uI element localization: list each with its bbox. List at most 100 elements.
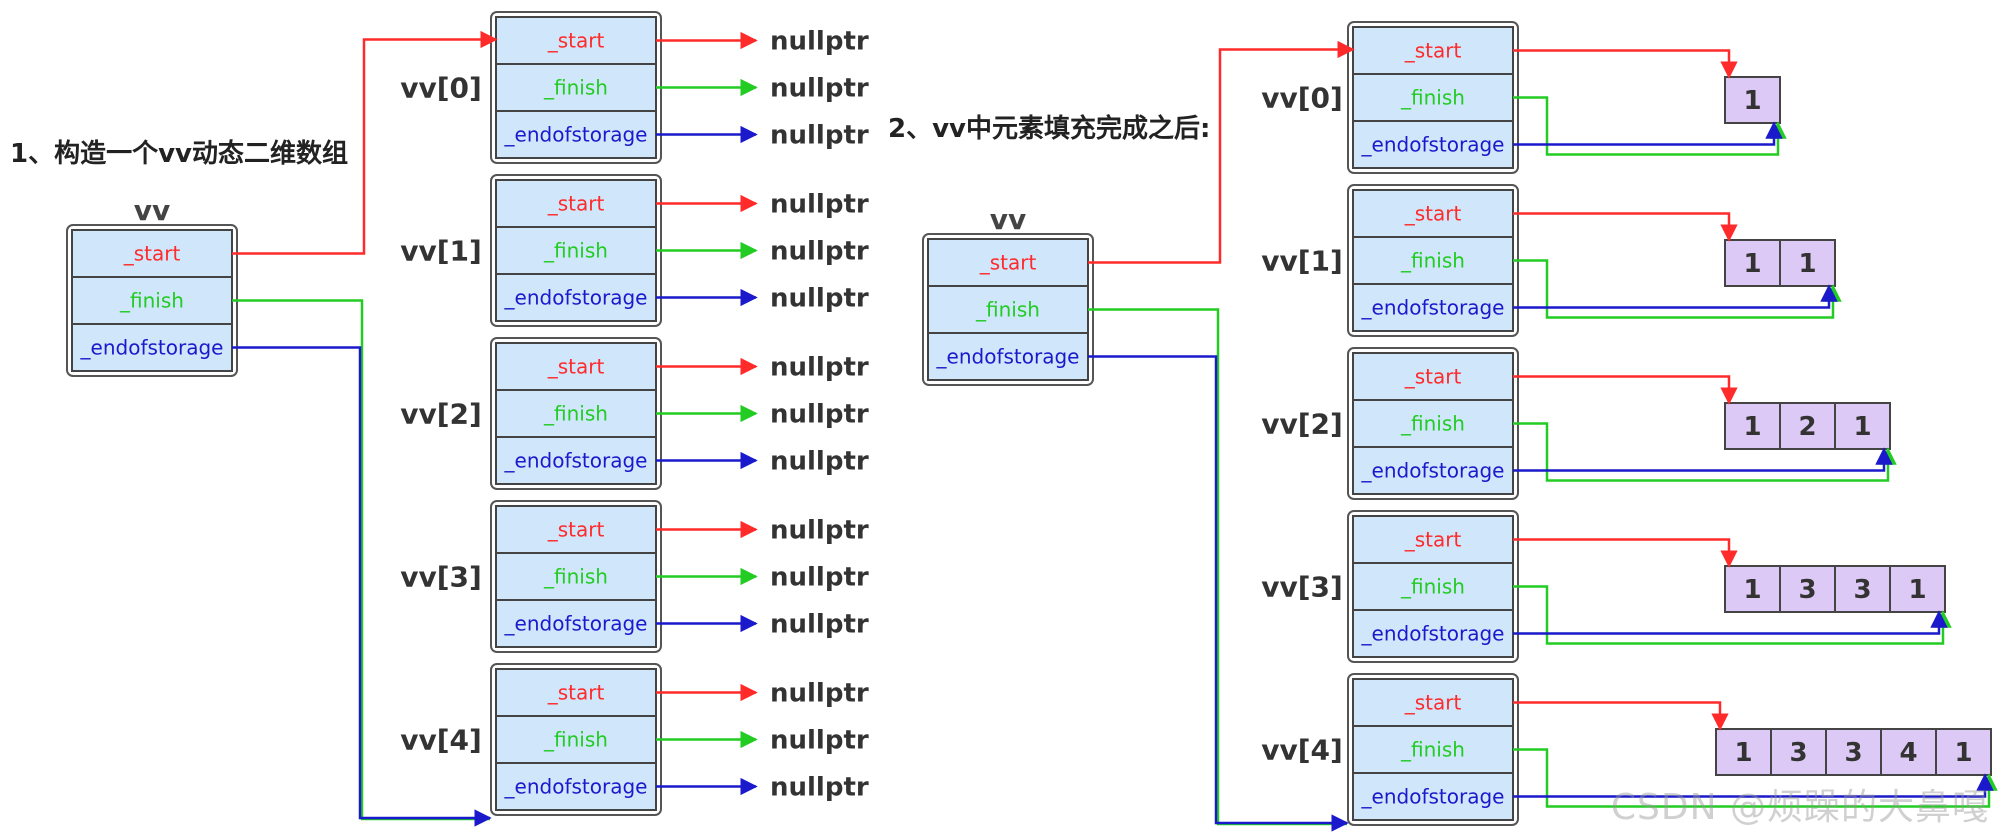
row-label-left-1: vv[1] — [400, 235, 482, 268]
vv-left-cell-endofstorage — [71, 323, 233, 372]
vv3-right-field-start: _start — [1404, 528, 1462, 552]
value-text-3-1: 3 — [1798, 575, 1816, 605]
vv-right-field-endofstorage: _endofstorage — [936, 345, 1080, 369]
start-pointer-2 — [1513, 375, 1738, 405]
vv2-right-field-start: _start — [1404, 365, 1462, 389]
nullptr-label-2-0: nullptr — [770, 353, 869, 383]
vv3-right-cell-endofstorage — [1352, 609, 1514, 658]
vv2-left-cell-endofstorage — [495, 436, 657, 485]
vv4-left-field-finish: _finish — [543, 728, 608, 752]
value-cell-4-4 — [1935, 728, 1992, 776]
nullptr-label-1-0: nullptr — [770, 190, 869, 220]
vv3-left-cell-start — [495, 505, 657, 554]
vv3-right-field-endofstorage: _endofstorage — [1361, 622, 1505, 646]
endofstorage-pointer-4 — [1513, 773, 1994, 798]
vv0-left-cell-endofstorage — [495, 110, 657, 159]
vv-label-left: vv — [134, 194, 171, 227]
section2-title: 2、vv中元素填充完成之后: — [888, 113, 1210, 144]
endofstorage-pointer-0 — [1513, 121, 1783, 146]
vv2-left-field-endofstorage: _endofstorage — [504, 449, 648, 473]
finish-pointer-0 — [1513, 96, 1787, 156]
vv0-left-field-endofstorage: _endofstorage — [504, 123, 648, 147]
nullptr-label-3-0: nullptr — [770, 516, 869, 546]
vv1-left-field-endofstorage: _endofstorage — [504, 286, 648, 310]
vv2-left-field-start: _start — [547, 355, 605, 379]
vv4-left-field-start: _start — [547, 681, 605, 705]
value-cell-2-0 — [1724, 402, 1781, 450]
vv-right-field-start: _start — [979, 251, 1037, 275]
vv1-left-cell-start — [495, 179, 657, 228]
value-text-2-0: 1 — [1743, 412, 1761, 442]
nullptr-label-0-2: nullptr — [770, 121, 869, 151]
vv4-left-cell-start — [495, 668, 657, 717]
nullptr-label-1-1: nullptr — [770, 237, 869, 267]
vv-left-field-start: _start — [123, 242, 181, 266]
row-label-right-3: vv[3] — [1261, 571, 1343, 604]
vv-label-right: vv — [990, 203, 1027, 236]
value-text-3-3: 1 — [1908, 575, 1926, 605]
start-pointer-3 — [1513, 538, 1738, 568]
start-pointer-0 — [1513, 49, 1738, 79]
value-text-1-0: 1 — [1743, 249, 1761, 279]
row-label-left-0: vv[0] — [400, 72, 482, 105]
value-text-1-1: 1 — [1798, 249, 1816, 279]
vv-left-cell-finish — [71, 276, 233, 325]
vv-left-field-finish: _finish — [119, 289, 184, 313]
vv3-left-field-start: _start — [547, 518, 605, 542]
nullptr-label-0-1: nullptr — [770, 74, 869, 104]
nullptr-label-4-2: nullptr — [770, 773, 869, 803]
endofstorage-pointer-1 — [1513, 284, 1838, 309]
endofstorage-pointer-3 — [1513, 610, 1948, 635]
vv4-right-field-finish: _finish — [1400, 738, 1465, 762]
vv1-left-field-finish: _finish — [543, 239, 608, 263]
nullptr-label-4-0: nullptr — [770, 679, 869, 709]
vv2-right-field-endofstorage: _endofstorage — [1361, 459, 1505, 483]
nullptr-label-1-2: nullptr — [770, 284, 869, 314]
row-label-right-4: vv[4] — [1261, 734, 1343, 767]
vv2-left-field-finish: _finish — [543, 402, 608, 426]
value-cell-0-0 — [1724, 76, 1781, 124]
vv1-right-field-endofstorage: _endofstorage — [1361, 296, 1505, 320]
row-label-right-0: vv[0] — [1261, 82, 1343, 115]
finish-pointer-3 — [1513, 585, 1952, 645]
section1-title: 1、构造一个vv动态二维数组 — [10, 138, 348, 169]
nullptr-label-4-1: nullptr — [770, 726, 869, 756]
vv3-left-field-endofstorage: _endofstorage — [504, 612, 648, 636]
value-text-4-0: 1 — [1734, 738, 1752, 768]
value-text-4-1: 3 — [1789, 738, 1807, 768]
value-cell-3-3 — [1889, 565, 1946, 613]
vv4-right-field-endofstorage: _endofstorage — [1361, 785, 1505, 809]
vv3-right-field-finish: _finish — [1400, 575, 1465, 599]
value-cell-3-1 — [1779, 565, 1836, 613]
row-label-left-3: vv[3] — [400, 561, 482, 594]
vv3-left-field-finish: _finish — [543, 565, 608, 589]
vv0-right-field-endofstorage: _endofstorage — [1361, 133, 1505, 157]
vv0-left-field-start: _start — [547, 29, 605, 53]
value-cell-4-3 — [1880, 728, 1937, 776]
vv-right-cell-start — [927, 238, 1089, 287]
vv-right-endofstorage-pointer — [1088, 355, 1349, 832]
value-text-2-2: 1 — [1853, 412, 1871, 442]
vv0-left-field-finish: _finish — [543, 76, 608, 100]
vv-left-start-pointer — [232, 30, 498, 255]
nullptr-label-3-2: nullptr — [770, 610, 869, 640]
vv-left-endofstorage-pointer — [232, 346, 492, 827]
vv-left-field-endofstorage: _endofstorage — [80, 336, 224, 360]
value-cell-1-1 — [1779, 239, 1836, 287]
vv4-right-field-start: _start — [1404, 691, 1462, 715]
value-text-4-3: 4 — [1899, 738, 1917, 768]
vv1-left-field-start: _start — [547, 192, 605, 216]
vv0-left-cell-finish — [495, 63, 657, 112]
finish-pointer-1 — [1513, 259, 1842, 319]
value-cell-2-2 — [1834, 402, 1891, 450]
vv0-right-cell-endofstorage — [1352, 120, 1514, 169]
row-label-right-2: vv[2] — [1261, 408, 1343, 441]
vv4-left-cell-endofstorage — [495, 762, 657, 811]
vv1-right-cell-endofstorage — [1352, 283, 1514, 332]
nullptr-label-3-1: nullptr — [770, 563, 869, 593]
vv1-right-field-start: _start — [1404, 202, 1462, 226]
value-text-0-0: 1 — [1743, 86, 1761, 116]
vv4-left-field-endofstorage: _endofstorage — [504, 775, 648, 799]
vv-right-field-finish: _finish — [975, 298, 1040, 322]
